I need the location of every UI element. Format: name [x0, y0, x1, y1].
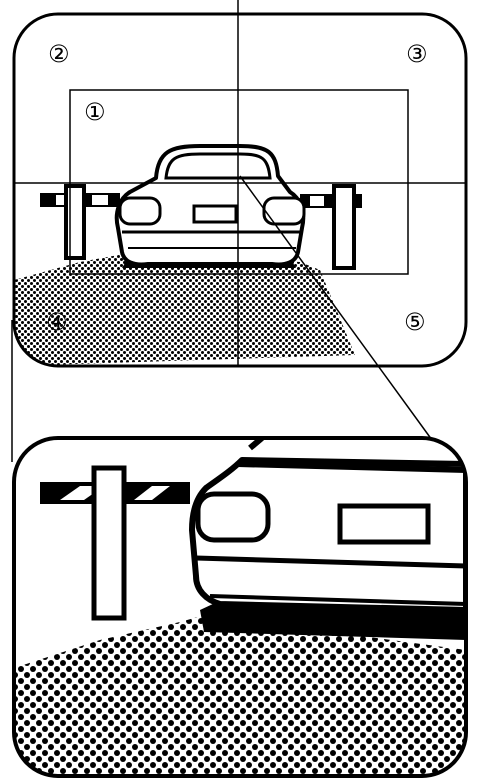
zoomed-panel [14, 438, 466, 778]
zoomed-barrier-post [94, 468, 124, 618]
zoomed-car-rear [192, 438, 466, 640]
zone-label-3: ③ [406, 40, 428, 68]
right-barrier-post [334, 186, 354, 268]
overview-panel [14, 0, 466, 366]
zone-label-2: ② [48, 40, 70, 68]
zone-label-4: ④ [46, 308, 68, 336]
zone-label-5: ⑤ [404, 308, 426, 336]
zone-label-1: ① [84, 98, 106, 126]
left-barrier-post [66, 186, 84, 258]
